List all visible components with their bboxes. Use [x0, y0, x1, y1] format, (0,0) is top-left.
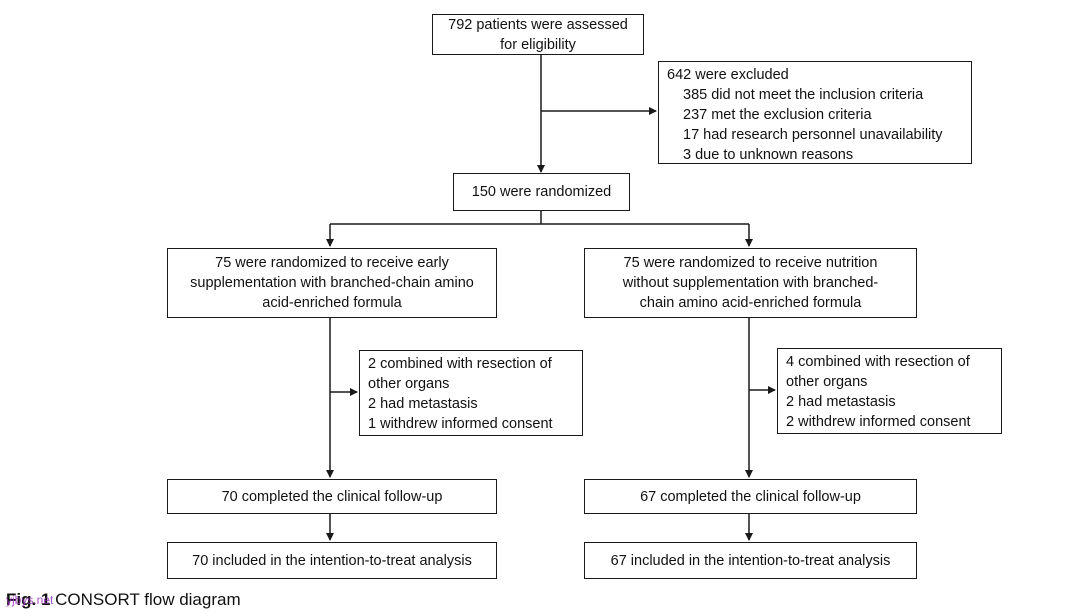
left-exclusion-line: other organs [368, 376, 450, 392]
left-allocation-line: acid-enriched formula [262, 295, 402, 311]
excluded-reason: 237 met the exclusion criteria [683, 107, 872, 123]
right-exclusions-box: 4 combined with resection of other organ… [777, 348, 1002, 434]
left-followup-box: 70 completed the clinical follow-up [167, 479, 497, 514]
right-followup-text: 67 completed the clinical follow-up [640, 488, 861, 505]
left-allocation-line: 75 were randomized to receive early [215, 255, 449, 271]
randomized-text: 150 were randomized [471, 184, 612, 200]
left-exclusion-line: 2 combined with resection of [368, 356, 552, 372]
excluded-reason: 3 due to unknown reasons [683, 147, 854, 163]
left-analysis-box: 70 included in the intention-to-treat an… [167, 542, 497, 579]
assessed-line-2: for eligibility [500, 36, 576, 53]
excluded-reason: 17 had research personnel unavailability [683, 127, 943, 143]
right-allocation-line: chain amino acid-enriched formula [639, 295, 862, 311]
left-allocation-line: supplementation with branched-chain amin… [190, 275, 474, 291]
right-allocation-line: without supplementation with branched- [622, 275, 879, 291]
watermark: yjbys.net [6, 593, 54, 607]
figure-label: Fig. 1 [6, 590, 51, 609]
left-followup-text: 70 completed the clinical follow-up [221, 488, 443, 505]
left-analysis-text: 70 included in the intention-to-treat an… [192, 552, 472, 569]
right-exclusion-line: 4 combined with resection of [786, 354, 970, 370]
right-followup-box: 67 completed the clinical follow-up [584, 479, 917, 514]
right-allocation-line: 75 were randomized to receive nutrition [623, 255, 878, 271]
right-exclusion-line: other organs [786, 374, 868, 390]
left-exclusion-line: 2 had metastasis [368, 396, 478, 412]
right-allocation-box: 75 were randomized to receive nutrition … [584, 248, 917, 318]
right-exclusion-line: 2 withdrew informed consent [786, 414, 971, 430]
left-exclusions-box: 2 combined with resection of other organ… [359, 350, 583, 436]
right-analysis-text: 67 included in the intention-to-treat an… [610, 552, 891, 569]
figure-caption: Fig. 1 CONSORT flow diagram [6, 590, 241, 610]
assessed-box: 792 patients were assessed for eligibili… [432, 14, 644, 55]
left-exclusion-line: 1 withdrew informed consent [368, 416, 553, 432]
right-analysis-box: 67 included in the intention-to-treat an… [584, 542, 917, 579]
right-exclusion-line: 2 had metastasis [786, 394, 896, 410]
left-allocation-box: 75 were randomized to receive early supp… [167, 248, 497, 318]
assessed-line-1: 792 patients were assessed [448, 16, 628, 33]
excluded-reason: 385 did not meet the inclusion criteria [683, 87, 924, 103]
randomized-box: 150 were randomized [453, 173, 630, 211]
figure-caption-text: CONSORT flow diagram [55, 590, 241, 609]
excluded-header: 642 were excluded [667, 67, 789, 83]
excluded-box: 642 were excluded 385 did not meet the i… [658, 61, 972, 164]
